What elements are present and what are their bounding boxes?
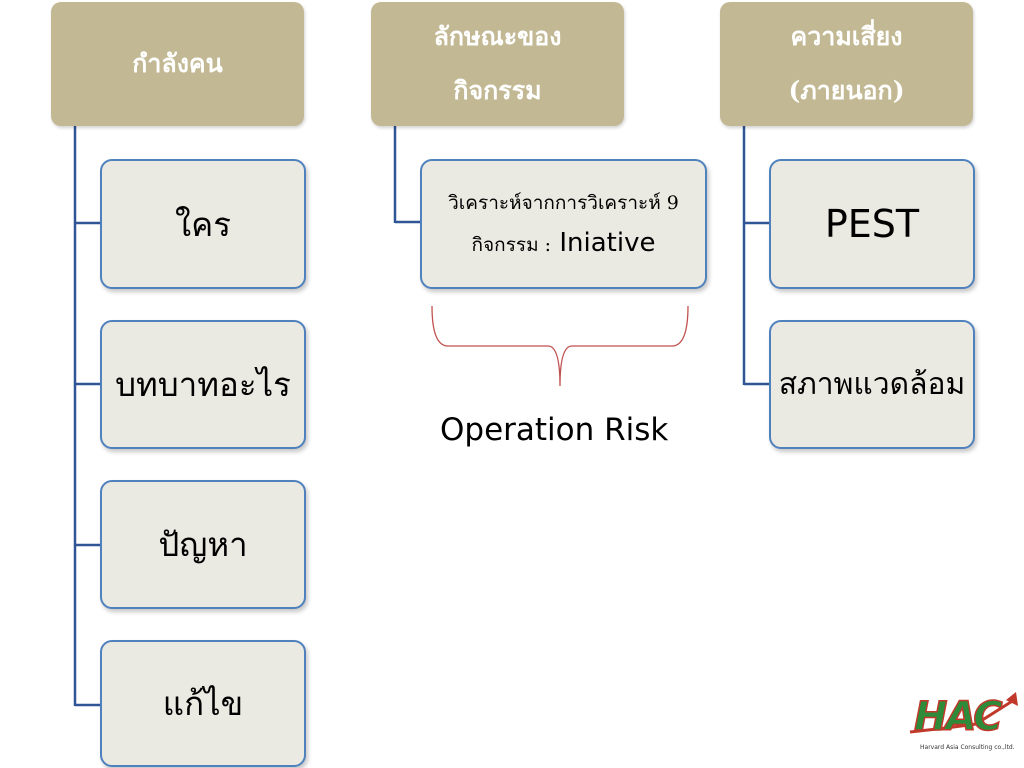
logo-arrow-icon (909, 692, 1018, 734)
box-who: ใคร (100, 159, 306, 289)
activity-analysis-latin: Iniative (551, 228, 656, 258)
box-pest: PEST (769, 159, 975, 289)
header-activity-type: ลักษณะของ กิจกรรม (371, 2, 624, 126)
box-solution: แก้ไข (100, 640, 306, 767)
box-environment: สภาพแวดล้อม (769, 320, 975, 449)
header-external-risk: ความเสี่ยง (ภายนอก) (720, 2, 973, 126)
logo-subtext: Harvard Asia Consulting co.,ltd. (920, 744, 1015, 751)
box-role: บทบาทอะไร (100, 320, 306, 449)
header-manpower: กำลังคน (51, 2, 304, 126)
brace (431, 305, 689, 387)
activity-analysis-text: วิเคราะห์จากการวิเคราะห์ 9 กิจกรรม : (448, 192, 679, 256)
operation-risk-label: Operation Risk (440, 412, 669, 448)
logo-text: HAC (913, 693, 1003, 741)
box-activity-analysis: วิเคราะห์จากการวิเคราะห์ 9 กิจกรรม : Ini… (420, 159, 707, 289)
box-problem: ปัญหา (100, 480, 306, 609)
hac-logo: HAC Harvard Asia Consulting co.,ltd. (906, 688, 1022, 758)
